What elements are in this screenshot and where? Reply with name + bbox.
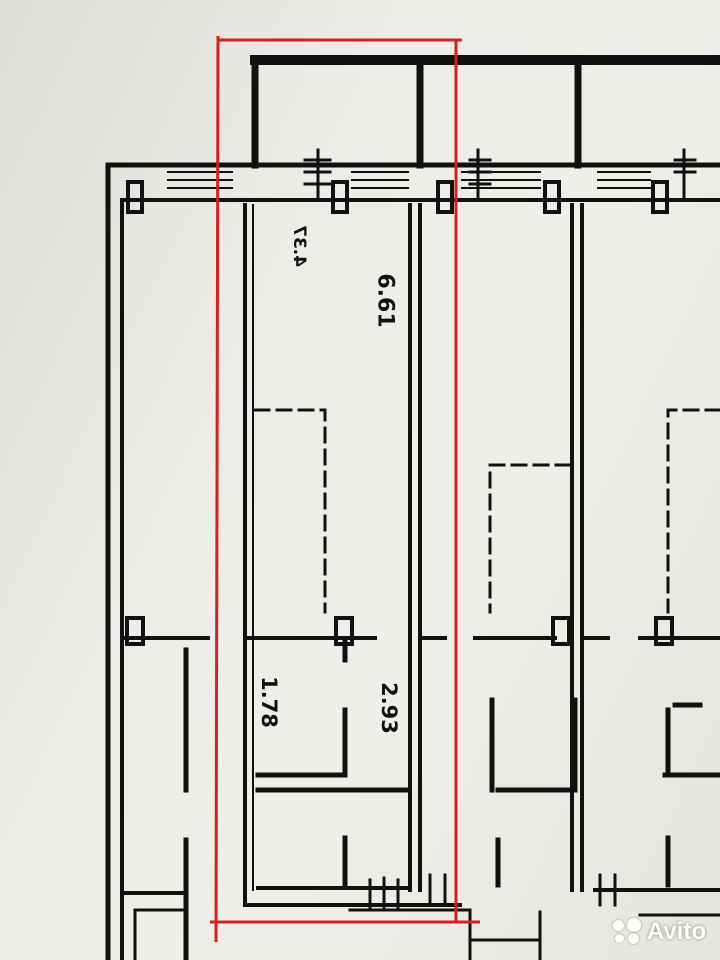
bathroom-wall: [183, 647, 720, 960]
avito-dots-icon: [612, 918, 643, 946]
balcony-outline: [250, 55, 720, 169]
outer-wall: [105, 162, 720, 960]
dashed-zone: [253, 408, 720, 614]
avito-watermark: Avito: [612, 918, 706, 946]
dimension-label-upper-width: 4.37: [288, 225, 309, 267]
lower-wall: [123, 873, 720, 960]
dimension-label-lower-width: 1.78: [256, 676, 281, 728]
watermark-text: Avito: [646, 918, 706, 945]
partition-wall: [243, 203, 584, 907]
dimension-label-lower-length: 2.93: [376, 682, 401, 734]
cross-wall: [120, 616, 720, 663]
window-band: [167, 171, 651, 189]
dimension-label-upper-length: 6.61: [372, 273, 398, 328]
column: [126, 148, 697, 214]
highlight-frame: [210, 35, 480, 943]
